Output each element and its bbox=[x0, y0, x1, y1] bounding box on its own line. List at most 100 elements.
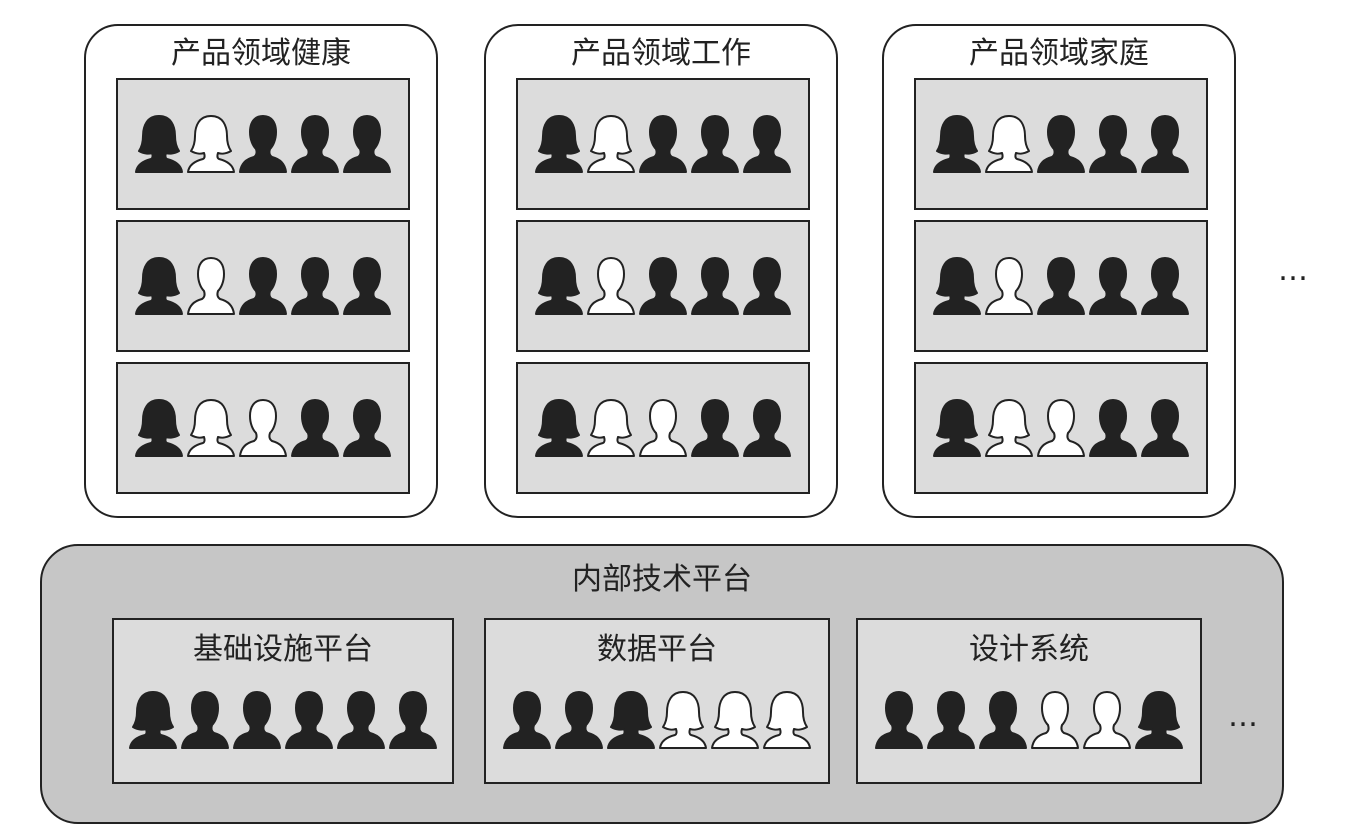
male-person-icon bbox=[1037, 257, 1085, 315]
female-person-icon bbox=[187, 399, 235, 457]
male-person-icon bbox=[1083, 691, 1131, 749]
male-person-icon bbox=[233, 691, 281, 749]
female-person-icon bbox=[129, 691, 177, 749]
team-box bbox=[516, 78, 810, 210]
female-person-icon bbox=[659, 691, 707, 749]
domain-home: 产品领域家庭 bbox=[882, 24, 1236, 518]
male-person-icon bbox=[239, 257, 287, 315]
male-person-icon bbox=[389, 691, 437, 749]
male-person-icon bbox=[343, 115, 391, 173]
male-person-icon bbox=[1037, 115, 1085, 173]
domain-title: 产品领域工作 bbox=[571, 36, 751, 71]
female-person-icon bbox=[587, 399, 635, 457]
female-person-icon bbox=[933, 399, 981, 457]
male-person-icon bbox=[639, 115, 687, 173]
team-members bbox=[518, 364, 808, 492]
male-person-icon bbox=[1031, 691, 1079, 749]
domain-health: 产品领域健康 bbox=[84, 24, 438, 518]
team-members bbox=[916, 222, 1206, 350]
male-person-icon bbox=[1141, 257, 1189, 315]
male-person-icon bbox=[1089, 115, 1137, 173]
platform-team-members bbox=[114, 684, 452, 756]
male-person-icon bbox=[743, 399, 791, 457]
platform-team-infrastructure: 基础设施平台 bbox=[112, 618, 454, 784]
female-person-icon bbox=[135, 115, 183, 173]
team-box bbox=[116, 78, 410, 210]
team-box bbox=[116, 362, 410, 494]
male-person-icon bbox=[503, 691, 551, 749]
platform-team-members bbox=[858, 684, 1200, 756]
male-person-icon bbox=[1141, 115, 1189, 173]
team-members bbox=[518, 80, 808, 208]
female-person-icon bbox=[763, 691, 811, 749]
male-person-icon bbox=[587, 257, 635, 315]
platform-team-members bbox=[486, 684, 828, 756]
male-person-icon bbox=[979, 691, 1027, 749]
male-person-icon bbox=[291, 399, 339, 457]
team-members bbox=[916, 80, 1206, 208]
team-members bbox=[916, 364, 1206, 492]
team-box bbox=[516, 362, 810, 494]
male-person-icon bbox=[555, 691, 603, 749]
team-members bbox=[118, 80, 408, 208]
platform-team-design-system: 设计系统 bbox=[856, 618, 1202, 784]
domain-title: 产品领域健康 bbox=[171, 36, 351, 71]
male-person-icon bbox=[285, 691, 333, 749]
male-person-icon bbox=[875, 691, 923, 749]
male-person-icon bbox=[291, 257, 339, 315]
team-box bbox=[914, 220, 1208, 352]
domain-work: 产品领域工作 bbox=[484, 24, 838, 518]
male-person-icon bbox=[691, 257, 739, 315]
female-person-icon bbox=[1135, 691, 1183, 749]
female-person-icon bbox=[135, 399, 183, 457]
team-members bbox=[518, 222, 808, 350]
female-person-icon bbox=[985, 399, 1033, 457]
male-person-icon bbox=[743, 115, 791, 173]
male-person-icon bbox=[639, 257, 687, 315]
male-person-icon bbox=[343, 399, 391, 457]
male-person-icon bbox=[239, 399, 287, 457]
female-person-icon bbox=[587, 115, 635, 173]
female-person-icon bbox=[985, 115, 1033, 173]
domains-more-ellipsis: … bbox=[1278, 253, 1310, 288]
platform-team-data: 数据平台 bbox=[484, 618, 830, 784]
male-person-icon bbox=[691, 399, 739, 457]
team-members bbox=[118, 364, 408, 492]
internal-platform: 内部技术平台 基础设施平台 数据平台 设计系统 … bbox=[40, 544, 1284, 824]
male-person-icon bbox=[1089, 399, 1137, 457]
female-person-icon bbox=[607, 691, 655, 749]
female-person-icon bbox=[933, 257, 981, 315]
team-members bbox=[118, 222, 408, 350]
team-box bbox=[116, 220, 410, 352]
male-person-icon bbox=[187, 257, 235, 315]
platform-team-title: 设计系统 bbox=[969, 632, 1089, 667]
platform-team-title: 基础设施平台 bbox=[193, 632, 373, 667]
male-person-icon bbox=[1037, 399, 1085, 457]
team-box bbox=[516, 220, 810, 352]
male-person-icon bbox=[1141, 399, 1189, 457]
platform-title: 内部技术平台 bbox=[572, 562, 752, 597]
female-person-icon bbox=[187, 115, 235, 173]
male-person-icon bbox=[1089, 257, 1137, 315]
female-person-icon bbox=[535, 257, 583, 315]
female-person-icon bbox=[135, 257, 183, 315]
male-person-icon bbox=[639, 399, 687, 457]
female-person-icon bbox=[933, 115, 981, 173]
male-person-icon bbox=[343, 257, 391, 315]
team-box bbox=[914, 362, 1208, 494]
platform-more-ellipsis: … bbox=[1228, 699, 1260, 734]
team-box bbox=[914, 78, 1208, 210]
male-person-icon bbox=[691, 115, 739, 173]
male-person-icon bbox=[743, 257, 791, 315]
male-person-icon bbox=[239, 115, 287, 173]
male-person-icon bbox=[291, 115, 339, 173]
male-person-icon bbox=[181, 691, 229, 749]
male-person-icon bbox=[927, 691, 975, 749]
female-person-icon bbox=[535, 399, 583, 457]
platform-team-title: 数据平台 bbox=[597, 632, 717, 667]
male-person-icon bbox=[337, 691, 385, 749]
male-person-icon bbox=[985, 257, 1033, 315]
female-person-icon bbox=[711, 691, 759, 749]
female-person-icon bbox=[535, 115, 583, 173]
domain-title: 产品领域家庭 bbox=[969, 36, 1149, 71]
